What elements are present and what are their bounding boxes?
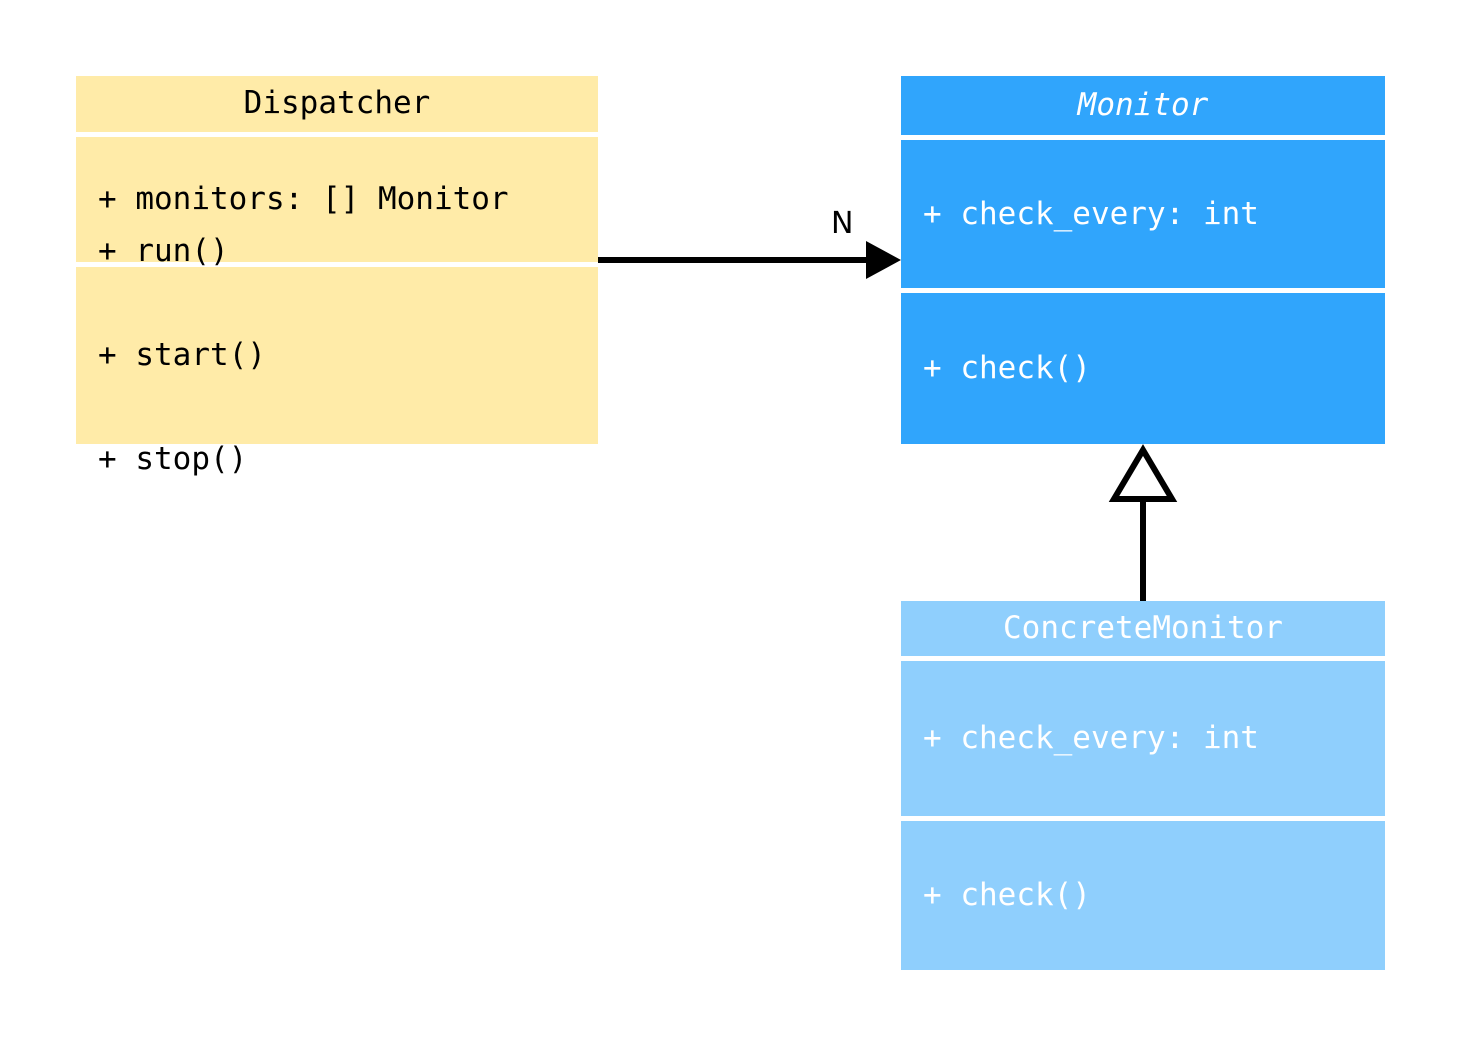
method-list-monitor: + check() [901, 282, 1385, 456]
class-attributes-compartment-dispatcher: + monitors: [] Monitor [76, 137, 598, 262]
method-list-dispatcher: + run() + start() + stop() [76, 165, 598, 547]
class-methods-compartment-dispatcher: + run() + start() + stop() [76, 234, 598, 477]
class-box-concrete-monitor[interactable]: ConcreteMonitor + check_every: int + che… [901, 601, 1385, 970]
attribute-list-dispatcher: + monitors: [] Monitor [76, 113, 598, 287]
association-multiplicity-label: N [831, 206, 854, 241]
class-title-compartment-concrete-monitor: ConcreteMonitor [901, 601, 1385, 656]
hollow-triangle-arrowhead-icon [1108, 444, 1178, 502]
attribute-list-monitor: + check_every: int [901, 127, 1385, 301]
class-name-monitor: Monitor [1077, 86, 1209, 123]
class-title-compartment-dispatcher: Dispatcher [76, 76, 598, 132]
generalization-concrete-monitor-to-monitor [1108, 444, 1178, 601]
attribute-item: + check_every: int [923, 195, 1259, 232]
method-item: + check() [923, 350, 1091, 387]
method-list-concrete-monitor: + check() [901, 809, 1385, 983]
method-item: + start() [98, 337, 266, 374]
class-attributes-compartment-concrete-monitor: + check_every: int [901, 661, 1385, 816]
class-name-concrete-monitor: ConcreteMonitor [1003, 609, 1283, 646]
class-box-monitor[interactable]: Monitor + check_every: int + check() [901, 76, 1385, 444]
class-box-dispatcher[interactable]: Dispatcher + monitors: [] Monitor + run(… [76, 76, 598, 477]
attribute-list-concrete-monitor: + check_every: int [901, 652, 1385, 826]
attribute-item: + check_every: int [923, 720, 1259, 757]
class-title-compartment-monitor: Monitor [901, 76, 1385, 135]
method-item: + check() [923, 877, 1091, 914]
association-dispatcher-to-monitor [598, 241, 901, 279]
class-methods-compartment-concrete-monitor: + check() [901, 821, 1385, 970]
method-item: + stop() [98, 441, 248, 478]
attribute-item: + monitors: [] Monitor [98, 181, 509, 218]
filled-arrowhead-icon [866, 241, 901, 279]
class-attributes-compartment-monitor: + check_every: int [901, 140, 1385, 288]
class-name-dispatcher: Dispatcher [243, 85, 431, 122]
class-methods-compartment-monitor: + check() [901, 293, 1385, 444]
method-item: + run() [98, 232, 229, 269]
